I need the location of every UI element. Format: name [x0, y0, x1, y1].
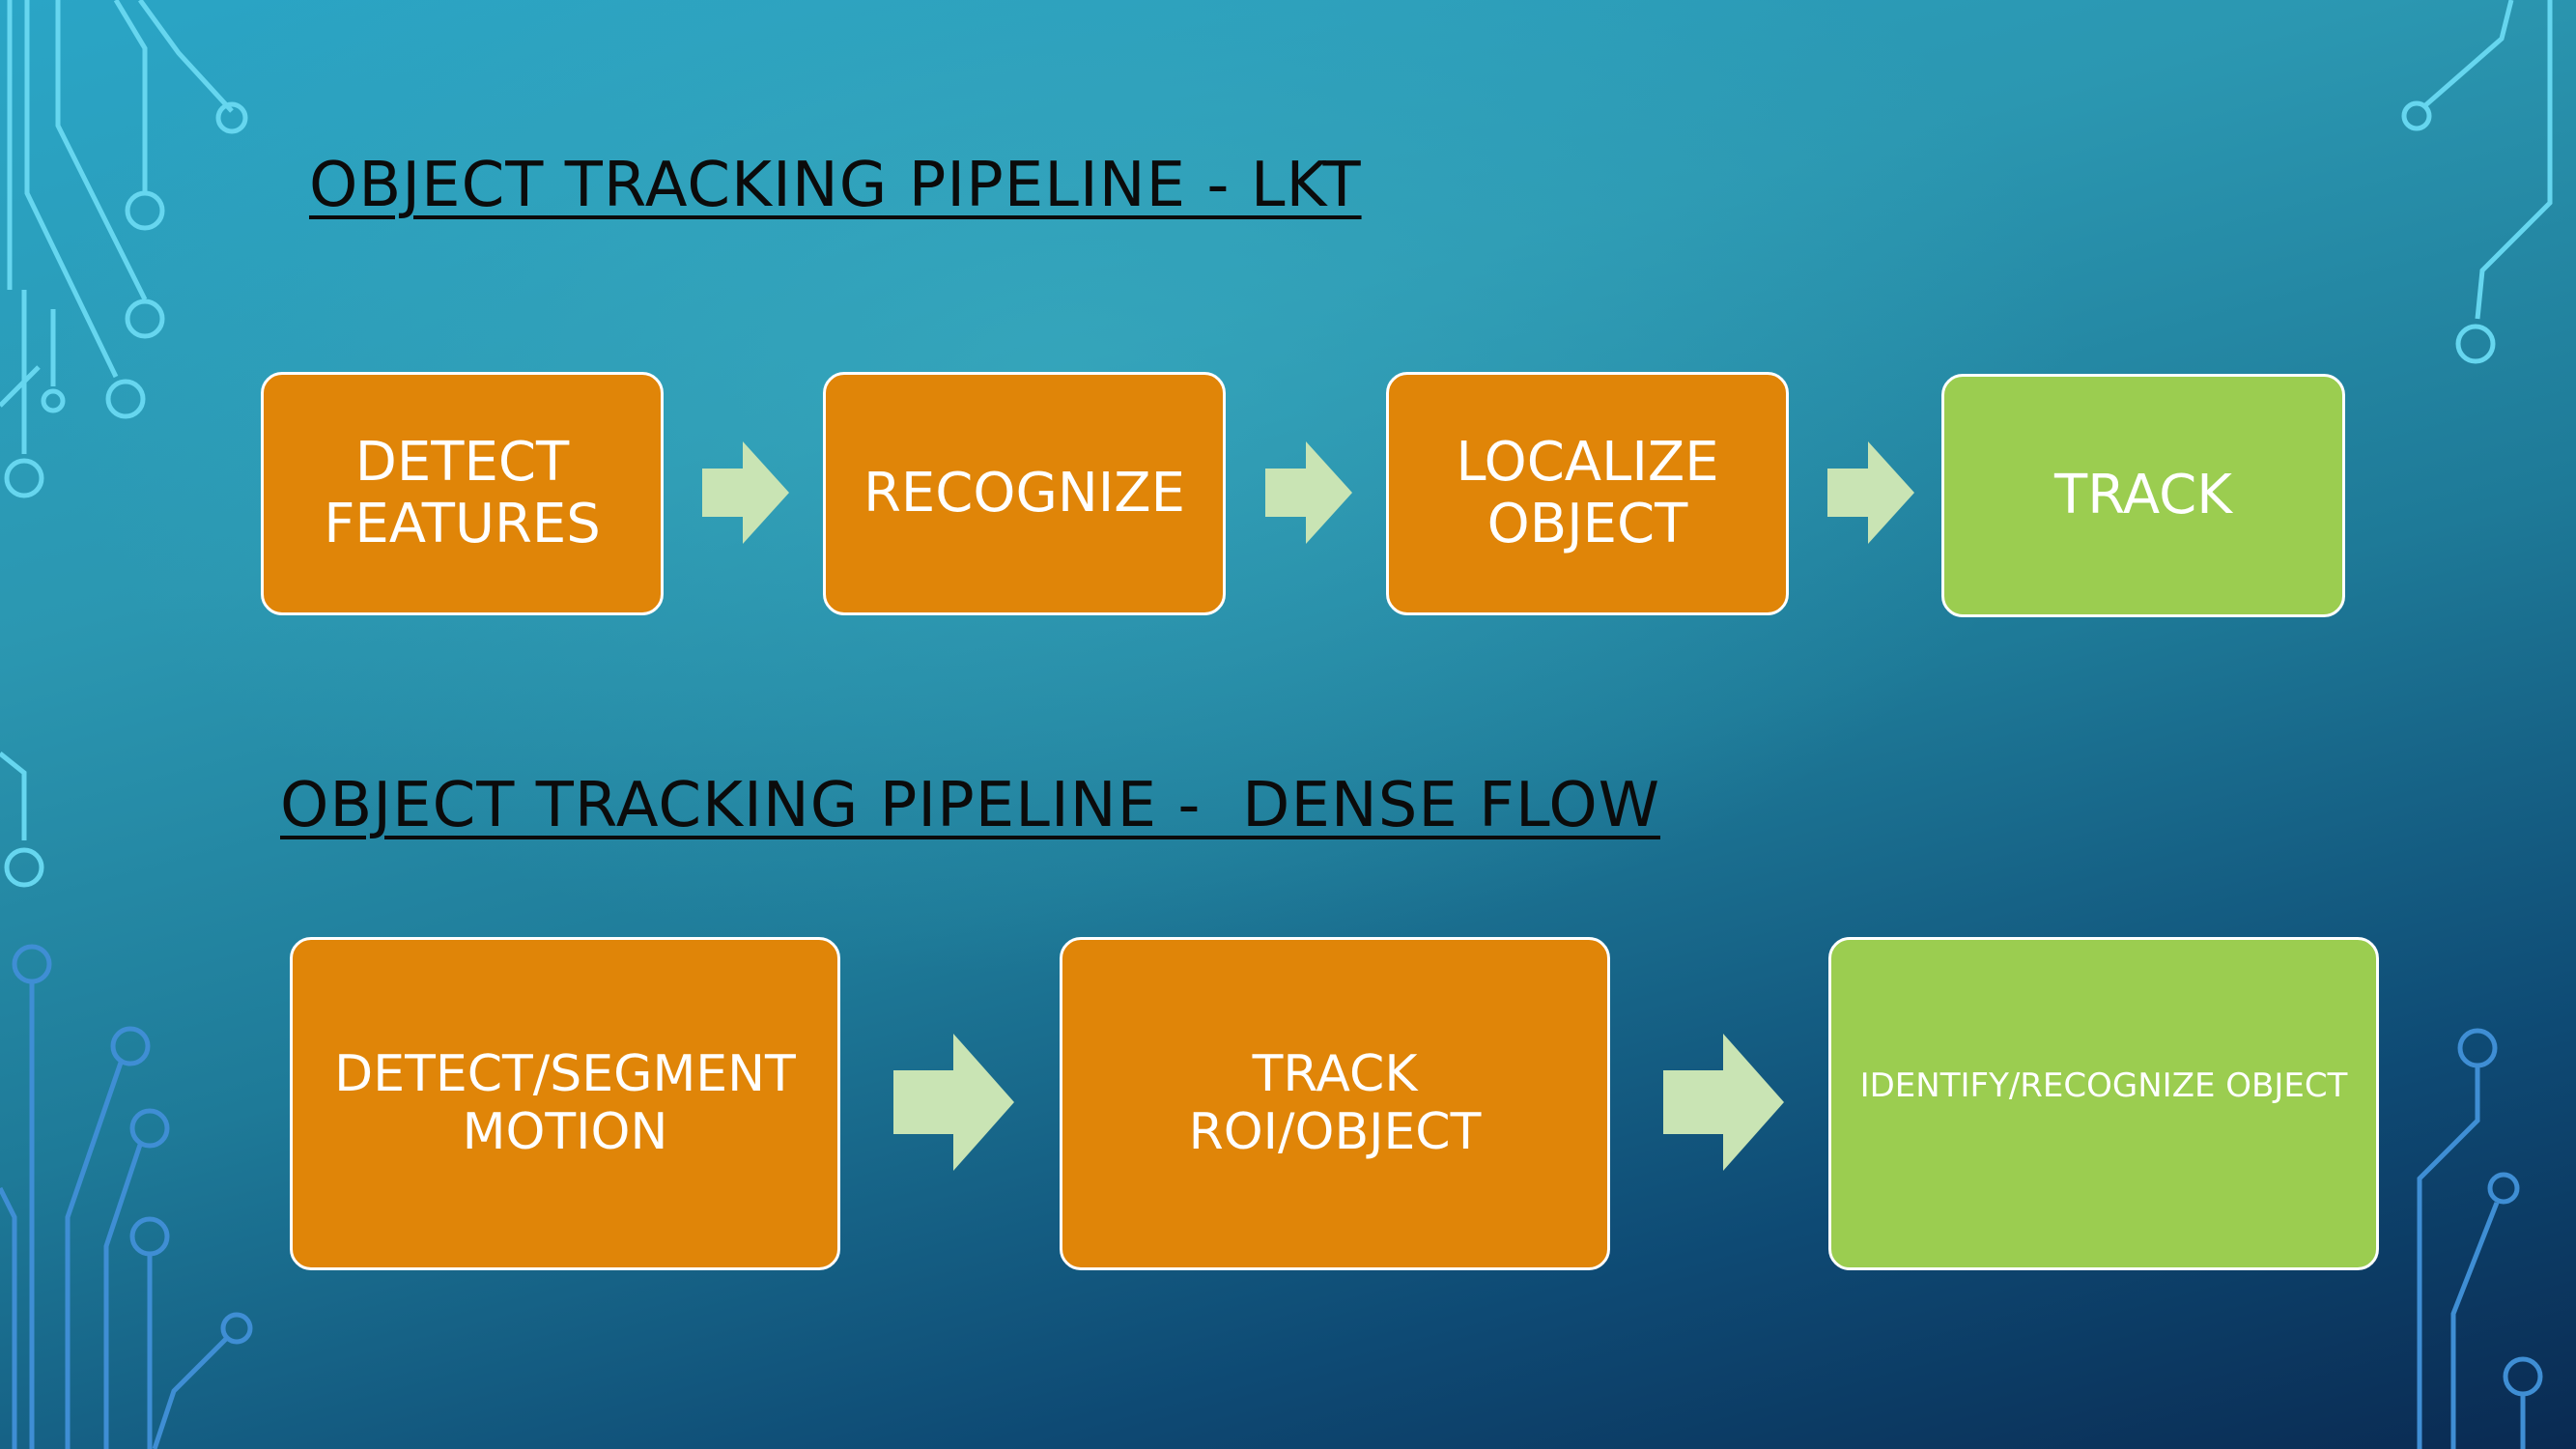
step-label: TRACK — [2054, 463, 2232, 526]
step-label: RECOGNIZE — [863, 461, 1186, 525]
step-identify-recognize-object: IDENTIFY/RECOGNIZE OBJECT — [1828, 937, 2379, 1270]
step-label: DETECT/SEGMENT MOTION — [334, 1044, 796, 1161]
step-label: IDENTIFY/RECOGNIZE OBJECT — [1859, 1066, 2348, 1106]
pipeline-dense-title: OBJECT TRACKING PIPELINE - DENSE FLOW — [280, 770, 1660, 841]
step-track: TRACK — [1941, 374, 2345, 617]
step-detect-segment-motion: DETECT/SEGMENT MOTION — [290, 937, 840, 1270]
step-detect-features: DETECT FEATURES — [261, 372, 664, 615]
step-label: LOCALIZE OBJECT — [1456, 430, 1719, 555]
arrow-right-icon — [702, 441, 789, 544]
arrow-right-icon — [1827, 441, 1914, 544]
arrow-right-icon — [1663, 1034, 1784, 1171]
step-label: TRACK ROI/OBJECT — [1188, 1044, 1482, 1161]
step-recognize: RECOGNIZE — [823, 372, 1226, 615]
arrow-right-icon — [893, 1034, 1014, 1171]
arrow-right-icon — [1265, 441, 1352, 544]
step-track-roi-object: TRACK ROI/OBJECT — [1060, 937, 1610, 1270]
pipeline-lkt-title: OBJECT TRACKING PIPELINE - LKT — [309, 150, 1362, 221]
step-label: DETECT FEATURES — [324, 430, 601, 555]
step-localize-object: LOCALIZE OBJECT — [1386, 372, 1789, 615]
